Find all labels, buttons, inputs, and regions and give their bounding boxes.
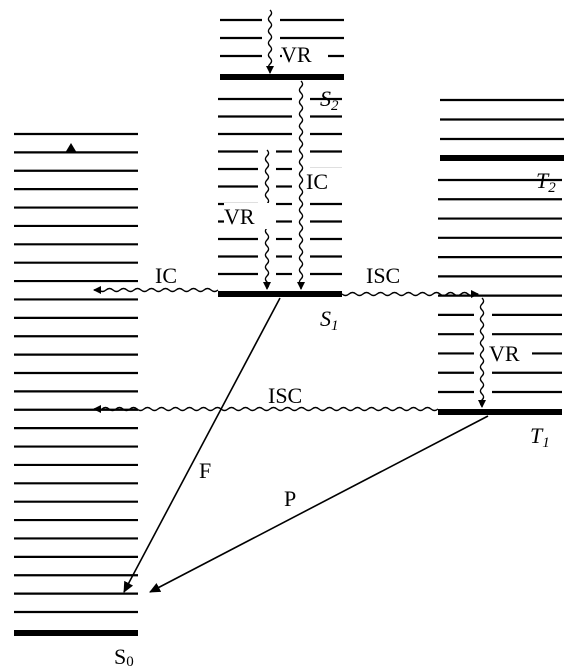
ic-label-s1-s0: IC (155, 263, 177, 288)
t1-label: T1 (530, 423, 550, 451)
isc-label-s1-t1: ISC (366, 263, 400, 288)
phosphorescence-arrow (149, 415, 489, 593)
isc-wave-t1-s0 (93, 405, 439, 413)
phosphorescence-label: P (284, 486, 296, 511)
vr-label-t1: VR (489, 341, 520, 366)
ic-wave-s2-s1 (297, 80, 305, 290)
vr-label-s1: VR (224, 204, 255, 229)
isc-wave-s1-t1 (341, 290, 479, 298)
fluorescence-arrow (123, 297, 281, 593)
vr-wave-t1 (478, 297, 486, 408)
isc-label-t1-s0: ISC (268, 383, 302, 408)
s2-label: S2 (320, 86, 339, 114)
vr-label-s2: VR (281, 42, 312, 67)
ic-wave-s1-s0 (93, 286, 219, 294)
s0-label: S0 (114, 644, 134, 670)
triangle-marker-icon (65, 143, 77, 153)
ic-label-s2-s1: IC (306, 169, 328, 194)
fluorescence-label: F (199, 458, 211, 483)
t2-label: T2 (536, 168, 556, 196)
vr-wave-s2 (266, 9, 274, 74)
s1-label: S1 (320, 306, 339, 334)
s0-vibrational-levels (14, 132, 138, 614)
